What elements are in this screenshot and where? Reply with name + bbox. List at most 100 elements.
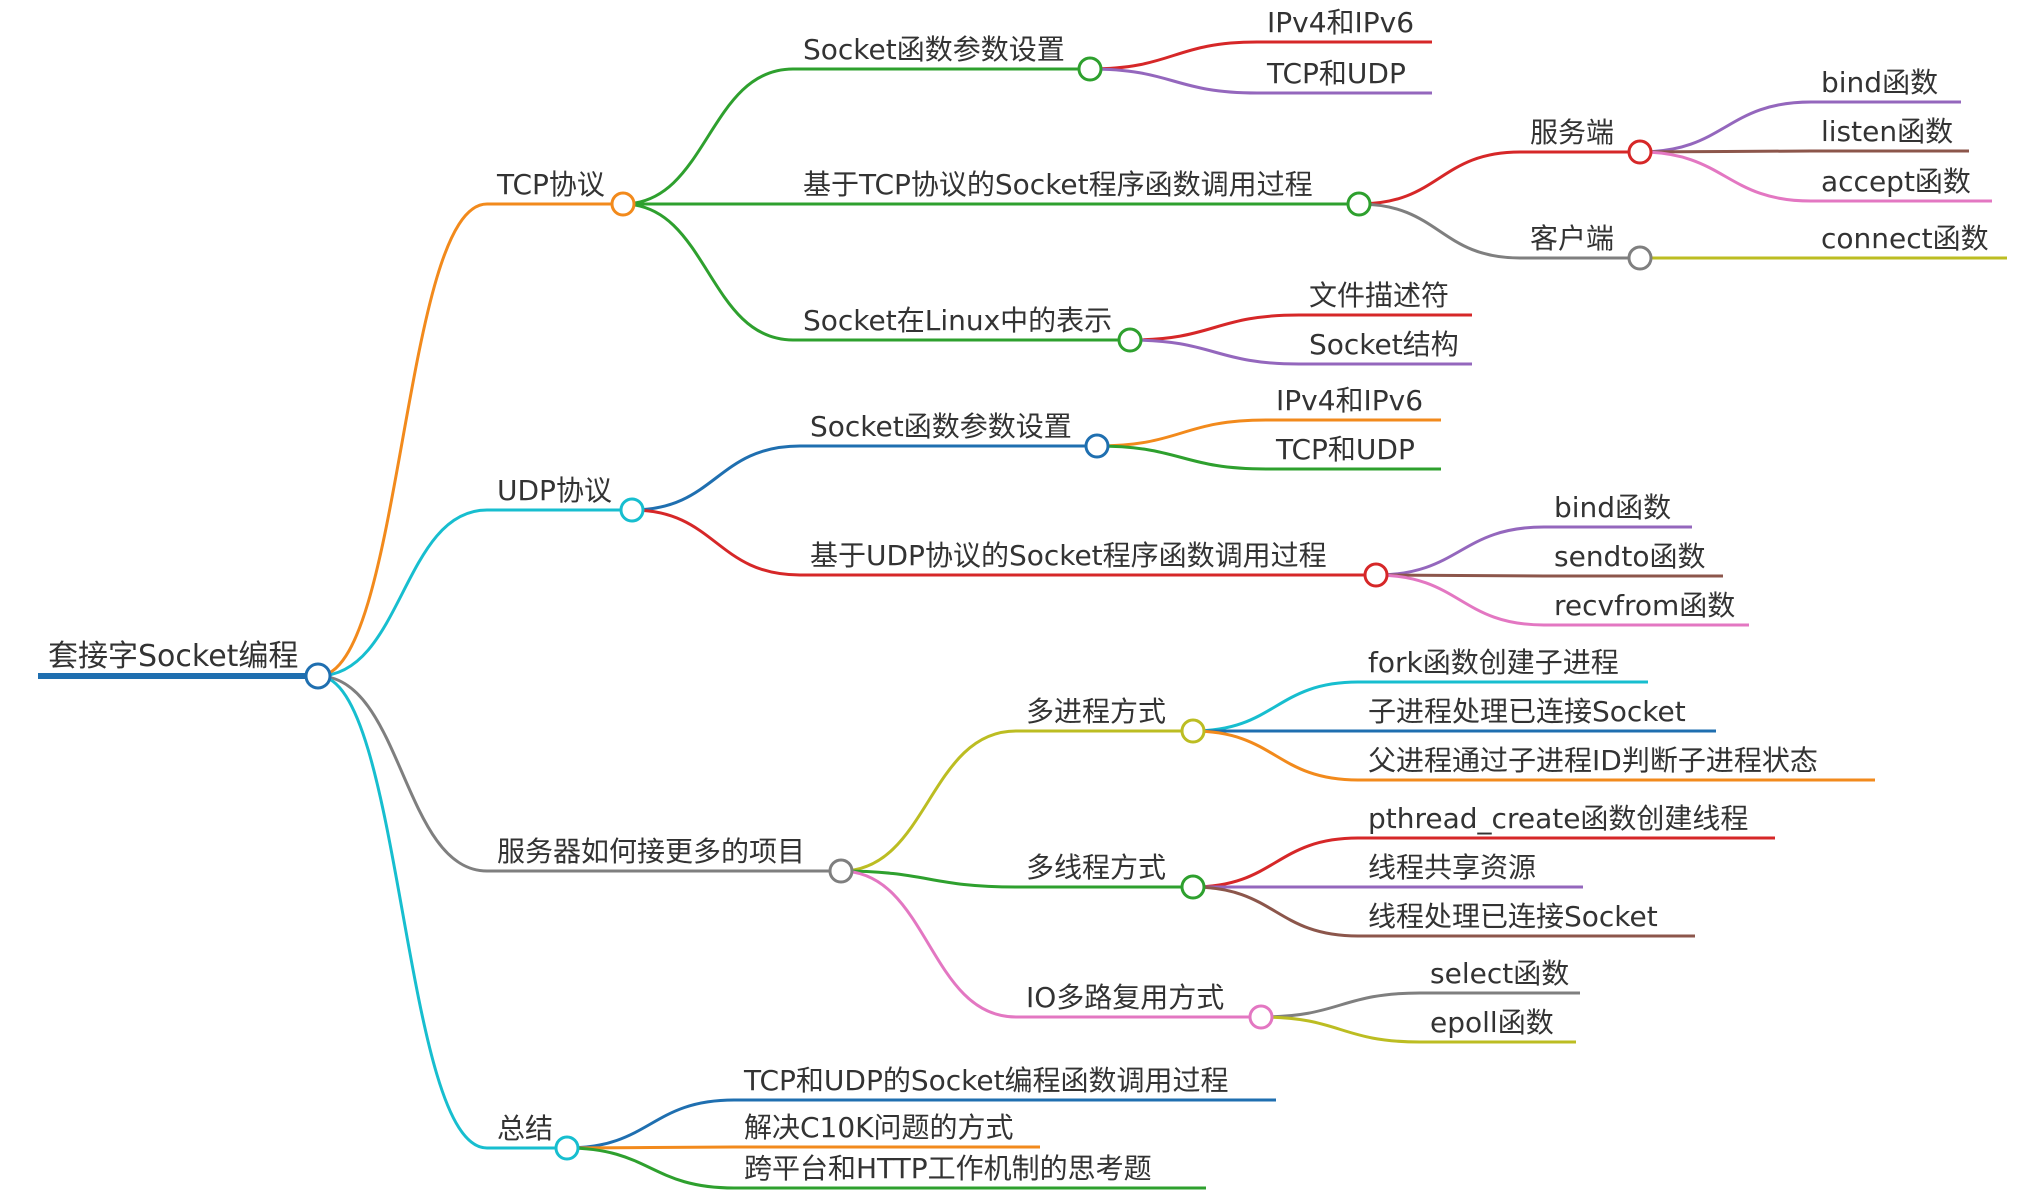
topic-node[interactable]: 子进程处理已连接Socket [1358, 695, 1716, 733]
connector-edge [1129, 313, 1300, 342]
collapse-toggle-icon[interactable] [1180, 874, 1206, 900]
connector-edge [1192, 680, 1359, 733]
topic-node[interactable]: select函数 [1420, 957, 1580, 995]
collapse-toggle-icon[interactable] [1117, 327, 1143, 353]
connector-edge [840, 869, 1017, 1019]
node-label: recvfrom函数 [1554, 589, 1735, 622]
edges-layer [317, 40, 1812, 1190]
connector-edge [317, 202, 488, 678]
topic-node[interactable]: 总结 [487, 1112, 567, 1150]
node-label: TCP协议 [496, 168, 605, 201]
connector-edge [1192, 836, 1359, 889]
collapse-toggle-icon[interactable] [1084, 433, 1110, 459]
topic-node[interactable]: Socket函数参数设置 [800, 410, 1097, 448]
topic-node[interactable]: IO多路复用方式 [1016, 981, 1261, 1019]
node-label: 总结 [497, 1112, 553, 1145]
root-node[interactable]: 套接字Socket编程 [38, 639, 318, 679]
connector-edge [317, 674, 488, 1150]
topic-node[interactable]: connect函数 [1811, 222, 2007, 260]
topic-node[interactable]: TCP和UDP [1266, 433, 1441, 471]
node-label: bind函数 [1821, 66, 1938, 99]
node-label: IPv4和IPv6 [1267, 6, 1414, 39]
node-label: Socket结构 [1309, 328, 1459, 361]
topic-node[interactable]: 线程共享资源 [1358, 851, 1583, 889]
topic-node[interactable]: 多线程方式 [1016, 851, 1193, 889]
collapse-toggle-icon[interactable] [828, 858, 854, 884]
node-label: 父进程通过子进程ID判断子进程状态 [1368, 744, 1818, 777]
connector-edge [1129, 338, 1300, 366]
node-label: listen函数 [1821, 115, 1953, 148]
connector-edge [566, 1145, 735, 1150]
collapse-toggle-icon[interactable] [1363, 562, 1389, 588]
connector-edge [1192, 885, 1359, 938]
collapse-toggle-icon[interactable] [1248, 1004, 1274, 1030]
connector-edge [840, 869, 1017, 889]
topic-node[interactable]: 服务端 [1520, 116, 1640, 154]
collapse-toggle-icon[interactable] [619, 497, 645, 523]
topic-node[interactable]: epoll函数 [1420, 1006, 1576, 1044]
topic-node[interactable]: pthread_create函数创建线程 [1358, 802, 1775, 840]
node-label: 基于UDP协议的Socket程序函数调用过程 [810, 539, 1327, 572]
topic-node[interactable]: fork函数创建子进程 [1358, 646, 1648, 684]
topic-node[interactable]: TCP和UDP [1257, 57, 1432, 95]
connector-edge [317, 508, 488, 678]
connector-edge [1639, 100, 1812, 154]
connector-edge [1192, 729, 1359, 782]
collapse-toggle-icon[interactable] [554, 1135, 580, 1161]
topic-node[interactable]: 父进程通过子进程ID判断子进程状态 [1358, 744, 1875, 782]
node-label: 子进程处理已连接Socket [1368, 695, 1686, 728]
connector-edge [1375, 573, 1545, 627]
node-label: TCP和UDP [1275, 433, 1415, 466]
topic-node[interactable]: IPv4和IPv6 [1266, 384, 1441, 422]
topic-node[interactable]: 线程处理已连接Socket [1358, 900, 1695, 938]
topic-node[interactable]: 基于TCP协议的Socket程序函数调用过程 [793, 168, 1359, 206]
node-label: 基于TCP协议的Socket程序函数调用过程 [803, 168, 1313, 201]
topic-node[interactable]: Socket函数参数设置 [793, 33, 1090, 71]
node-label: connect函数 [1821, 222, 1989, 255]
collapse-toggle-icon[interactable] [304, 662, 332, 690]
topic-node[interactable]: bind函数 [1811, 66, 1961, 104]
topic-node[interactable]: 基于UDP协议的Socket程序函数调用过程 [800, 539, 1376, 577]
node-label: Socket函数参数设置 [803, 33, 1065, 66]
topic-node[interactable]: 文件描述符 [1299, 279, 1472, 317]
node-label: epoll函数 [1430, 1006, 1554, 1039]
collapse-toggle-icon[interactable] [1180, 718, 1206, 744]
topic-node[interactable]: listen函数 [1811, 115, 1969, 153]
node-label: 线程共享资源 [1368, 851, 1536, 884]
topic-node[interactable]: recvfrom函数 [1544, 589, 1749, 627]
collapse-toggle-icon[interactable] [1077, 56, 1103, 82]
topic-node[interactable]: 多进程方式 [1016, 695, 1193, 733]
topic-node[interactable]: IPv4和IPv6 [1257, 6, 1432, 44]
node-label: Socket在Linux中的表示 [803, 304, 1112, 337]
topic-node[interactable]: 跨平台和HTTP工作机制的思考题 [734, 1152, 1206, 1190]
node-label: 客户端 [1530, 222, 1614, 255]
connector-edge [622, 67, 794, 206]
connector-edge [1639, 150, 1812, 203]
node-label: accept函数 [1821, 165, 1971, 198]
collapse-toggle-icon[interactable] [1627, 139, 1653, 165]
connector-edge [1260, 991, 1421, 1019]
collapse-toggle-icon[interactable] [1627, 245, 1653, 271]
topic-node[interactable]: bind函数 [1544, 491, 1692, 529]
connector-edge [1639, 149, 1812, 154]
node-label: Socket函数参数设置 [810, 410, 1072, 443]
connector-edge [1375, 573, 1545, 578]
topic-node[interactable]: sendto函数 [1544, 540, 1723, 578]
topic-node[interactable]: TCP协议 [487, 168, 623, 206]
topic-node[interactable]: TCP和UDP的Socket编程函数调用过程 [734, 1064, 1276, 1102]
topic-node[interactable]: Socket在Linux中的表示 [793, 304, 1130, 342]
topic-node[interactable]: UDP协议 [487, 474, 632, 512]
node-label: 线程处理已连接Socket [1368, 900, 1658, 933]
topic-node[interactable]: 解决C10K问题的方式 [734, 1111, 1040, 1149]
collapse-toggle-icon[interactable] [610, 191, 636, 217]
topic-node[interactable]: accept函数 [1811, 165, 1992, 203]
topic-node[interactable]: Socket结构 [1299, 328, 1472, 366]
connector-edge [317, 674, 488, 873]
node-label: fork函数创建子进程 [1368, 646, 1619, 679]
topic-node[interactable]: 客户端 [1520, 222, 1640, 260]
topic-node[interactable]: 服务器如何接更多的项目 [487, 835, 841, 873]
node-label: 多进程方式 [1026, 695, 1166, 728]
collapse-toggle-icon[interactable] [1346, 191, 1372, 217]
connector-edge [622, 202, 794, 342]
